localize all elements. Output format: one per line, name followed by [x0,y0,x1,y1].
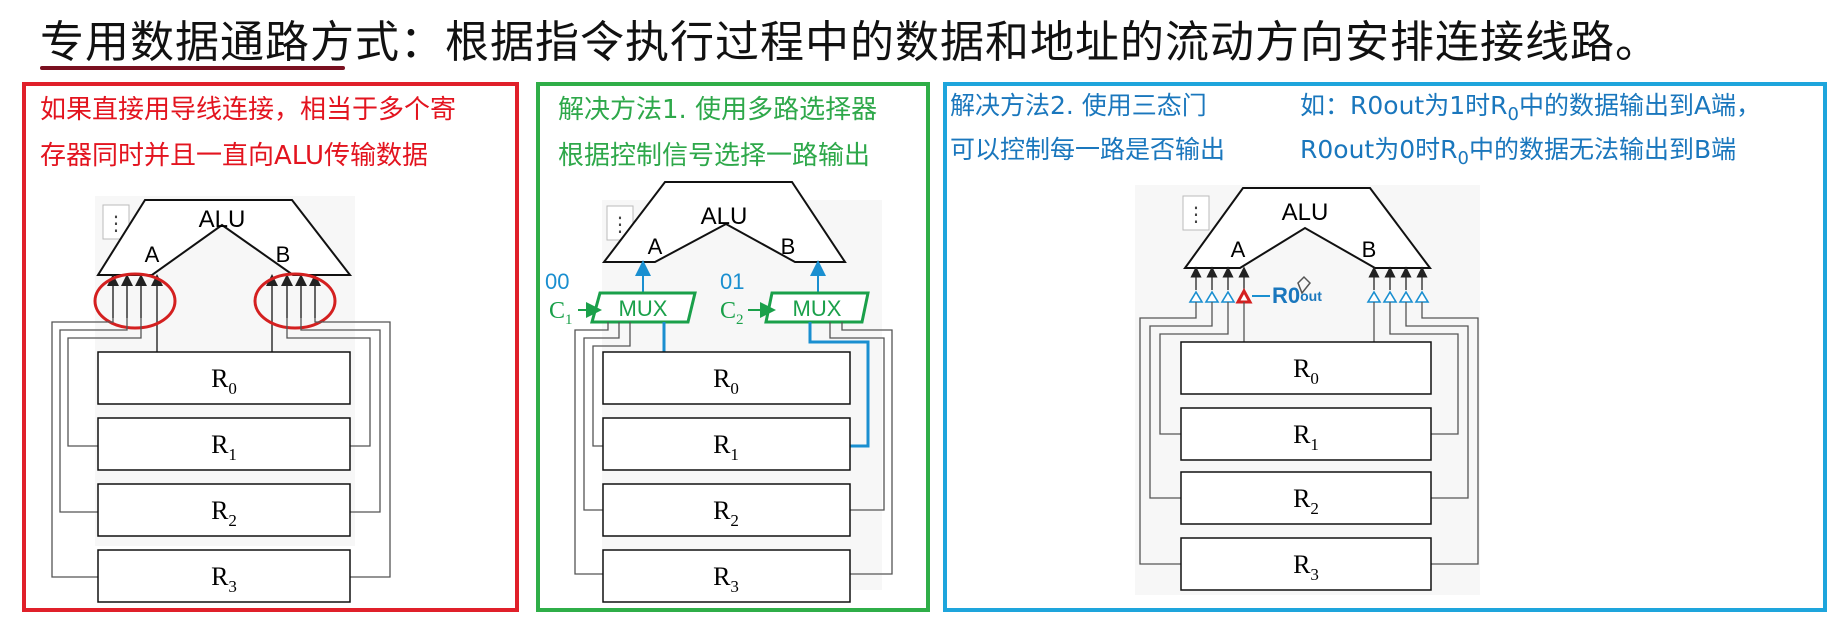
panel1-note-line1: 如果直接用导线连接，相当于多个寄 [40,95,457,125]
selected-path-b [808,322,870,448]
alu-shape [96,199,353,276]
panel3-example-line1: 如：R0out为1时R0中的数据输出到A端， [1300,91,1762,125]
diagram-mux: ⋮ ALU A B MUX MUX 00 01 C1 C2 [545,181,893,603]
register-r0-label: R0 [1293,354,1319,388]
panel2-note-line1: 解决方法1. 使用多路选择器 [558,95,878,125]
register-r1-label: R1 [1293,420,1319,454]
menu-icon-dots: ⋮ [106,211,126,235]
register-r1 [602,417,851,471]
panel-mux-solution [536,82,930,612]
panel-direct-wiring [22,82,519,612]
r0out-label: R0out [1272,283,1322,308]
register-r0-label: R0 [211,364,237,398]
mux-right-label: MUX [793,296,842,321]
page-title: 专用数据通路方式：根据指令执行过程中的数据和地址的流动方向安排连接线路。 [40,17,1660,68]
register-r3-label: R3 [713,562,739,596]
register-r0-label: R0 [713,364,739,398]
mux-left-label: MUX [619,296,668,321]
alu-port-b: B [276,242,291,267]
control-code-left: 00 [545,269,569,294]
register-r2 [1180,471,1432,525]
alu-port-b: B [1362,237,1377,262]
register-r3 [602,549,851,603]
alu-port-b: B [781,234,796,259]
register-r3 [97,549,351,603]
control-code-right: 01 [720,269,744,294]
highlight-circle-a [93,272,177,330]
panel2-note-line2: 根据控制信号选择一路输出 [558,141,871,171]
panel1-note-line2: 存器同时并且一直向ALU传输数据 [40,141,429,171]
highlight-circle-b [253,272,337,330]
alu-port-a: A [648,234,663,259]
panel-tristate-solution [943,82,1827,612]
panel3-example-line2: R0out为0时R0中的数据无法输出到B端 [1300,135,1737,169]
register-r2-label: R2 [211,496,237,530]
title-underline [40,66,345,70]
register-r3-label: R3 [1293,550,1319,584]
register-r0 [1180,341,1432,395]
control-signal-right: C2 [720,298,744,328]
register-r1 [97,417,351,471]
alu-label: ALU [199,206,246,233]
alu-label: ALU [701,203,748,230]
menu-icon [1182,195,1210,231]
register-r0 [602,351,851,405]
register-r2 [602,483,851,537]
register-r1-label: R1 [211,430,237,464]
register-r2 [97,483,351,537]
register-r3-label: R3 [211,562,237,596]
pencil-cursor-icon [1297,275,1312,295]
alu-port-a: A [1231,237,1246,262]
panel3-note-line2: 可以控制每一路是否输出 [950,135,1226,164]
register-r3 [1180,537,1432,591]
panel3-note-line1: 解决方法2. 使用三态门 [950,91,1207,120]
diagram-direct: ⋮ ALU A B [51,196,391,603]
register-r2-label: R2 [1293,484,1319,518]
control-signal-left: C1 [549,298,573,328]
alu-shape [601,181,847,263]
alu-port-a: A [145,242,160,267]
register-r1 [1180,407,1432,461]
register-r1-label: R1 [713,430,739,464]
register-r0 [97,351,351,405]
menu-icon-dots: ⋮ [1186,202,1206,226]
diagram-tristate: ⋮ ALU A B R0out [1135,185,1480,595]
register-r2-label: R2 [713,496,739,530]
register-stack [97,351,351,603]
alu-label: ALU [1282,199,1329,226]
menu-icon-dots: ⋮ [610,212,630,236]
